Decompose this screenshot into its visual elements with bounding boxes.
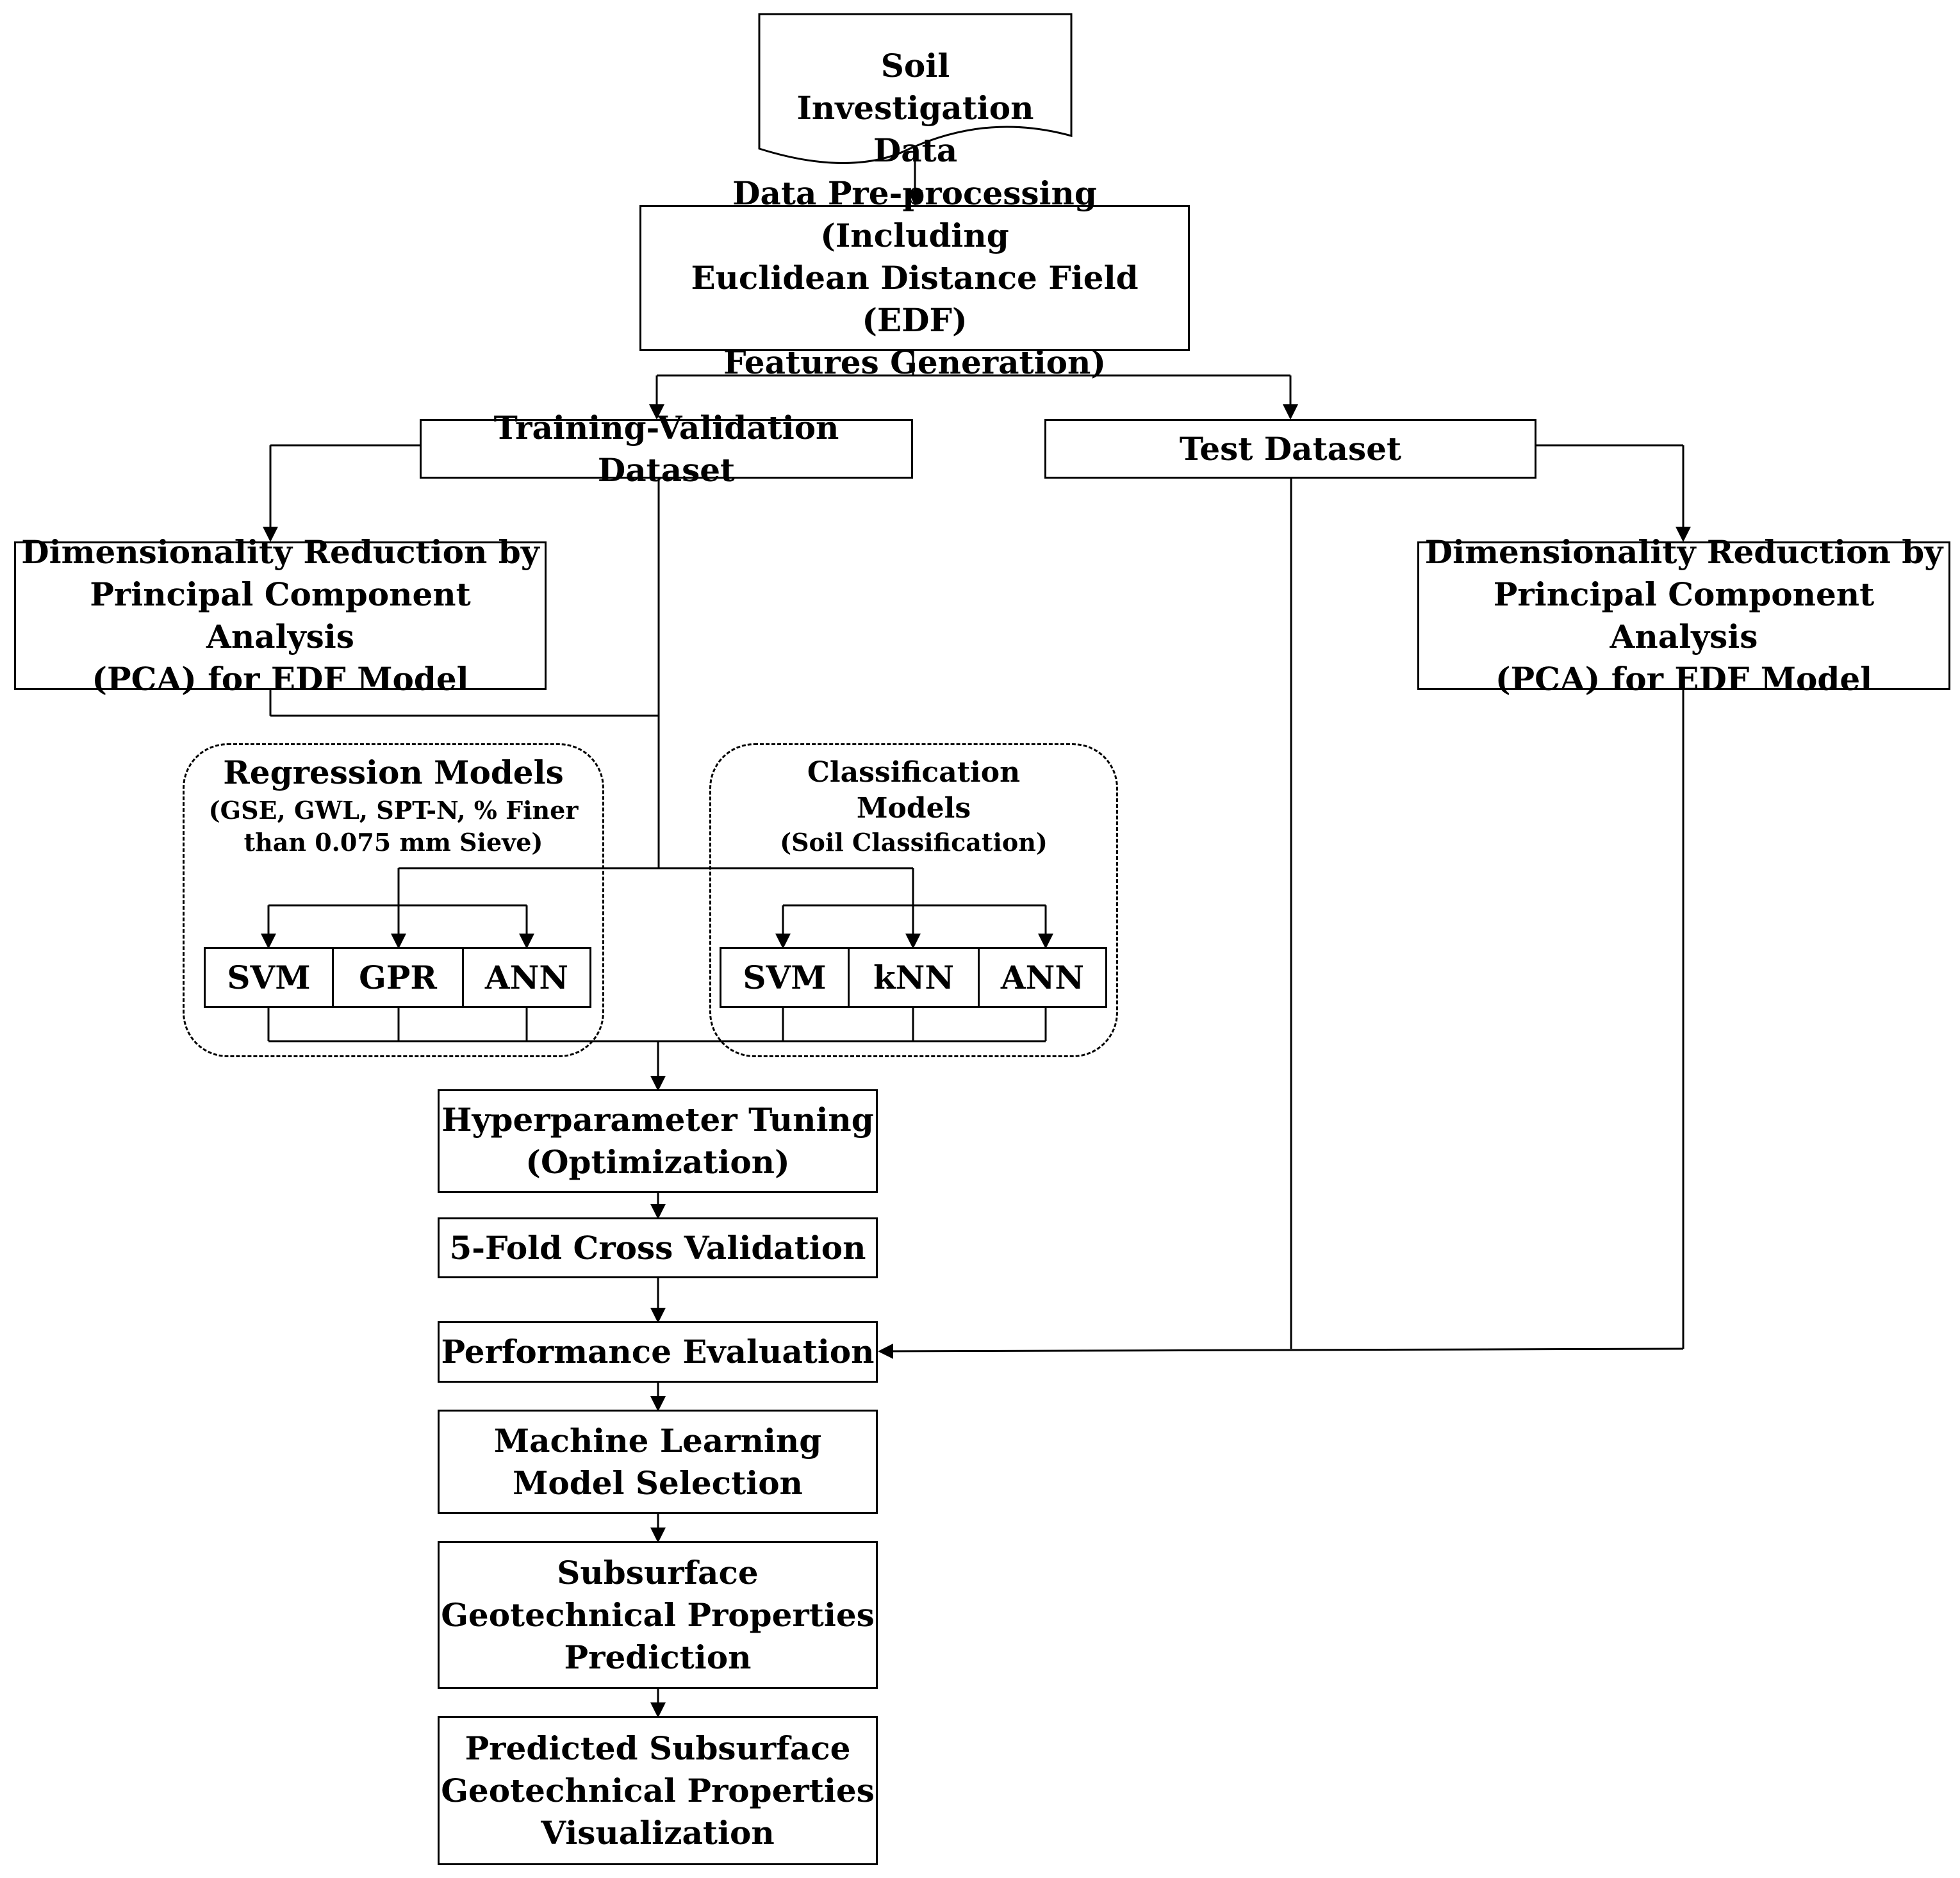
test-dataset-node: Test Dataset <box>1044 419 1536 479</box>
pca-right-line-2: Principal Component Analysis <box>1493 575 1875 655</box>
regression-model-ann: ANN <box>462 947 591 1008</box>
model-selection-node: Machine Learning Model Selection <box>438 1410 878 1514</box>
training-validation-node: Training-Validation Dataset <box>420 409 913 489</box>
pca-right-line-1: Dimensionality Reduction by <box>1424 533 1943 571</box>
pca-right-line-3: (PCA) for EDF Model <box>1495 660 1873 698</box>
prediction-line-2: Geotechnical Properties <box>441 1595 875 1634</box>
regression-models-title: Regression Models <box>223 754 564 791</box>
soil-data-line-2: Data <box>873 131 958 169</box>
cross-validation-label: 5-Fold Cross Validation <box>449 1228 866 1267</box>
preprocessing-line-3: Features Generation) <box>723 343 1106 381</box>
pca-left-line-1: Dimensionality Reduction by <box>21 533 539 571</box>
soil-data-document-shape <box>758 13 1073 164</box>
classification-models-title: Classification Models <box>709 755 1118 827</box>
hyperparameter-tuning-node: Hyperparameter Tuning (Optimization) <box>438 1089 878 1193</box>
classification-model-ann: ANN <box>978 947 1107 1008</box>
visualization-line-3: Visualization <box>541 1813 775 1852</box>
hyperparameter-line-2: (Optimization) <box>525 1143 790 1181</box>
pca-left-line-3: (PCA) for EDF Model <box>92 660 469 698</box>
regression-subtitle-line-2: than 0.075 mm Sieve) <box>243 828 543 857</box>
preprocessing-line-2: Euclidean Distance Field (EDF) <box>691 259 1139 339</box>
classification-model-svm: SVM <box>720 947 850 1008</box>
cross-validation-node: 5-Fold Cross Validation <box>438 1217 878 1278</box>
soil-investigation-data-node: Soil Investigation Data <box>759 45 1071 172</box>
pca-left-node: Dimensionality Reduction by Principal Co… <box>14 533 547 698</box>
preprocessing-node: Data Pre-processing (Including Euclidean… <box>639 174 1190 381</box>
pca-left-line-2: Principal Component Analysis <box>90 575 471 655</box>
model-selection-line-1: Machine Learning <box>493 1421 822 1460</box>
model-selection-line-2: Model Selection <box>513 1463 803 1502</box>
test-dataset-label: Test Dataset <box>1179 429 1402 468</box>
classification-model-knn: kNN <box>848 947 980 1008</box>
prediction-line-3: Prediction <box>564 1638 752 1676</box>
regression-subtitle-line-1: (GSE, GWL, SPT-N, % Finer <box>208 796 579 825</box>
regression-model-gpr: GPR <box>332 947 464 1008</box>
prediction-line-1: Subsurface <box>557 1553 759 1592</box>
soil-data-line-1: Soil Investigation <box>796 47 1034 127</box>
visualization-node: Predicted Subsurface Geotechnical Proper… <box>438 1716 878 1865</box>
regression-models-subtitle: (GSE, GWL, SPT-N, % Finer than 0.075 mm … <box>183 795 604 859</box>
performance-evaluation-node: Performance Evaluation <box>438 1321 878 1383</box>
regression-model-svm: SVM <box>204 947 334 1008</box>
classification-models-group <box>709 743 1118 1057</box>
pca-right-node: Dimensionality Reduction by Principal Co… <box>1417 533 1950 698</box>
regression-models-group <box>183 743 604 1057</box>
visualization-line-2: Geotechnical Properties <box>441 1771 875 1809</box>
hyperparameter-line-1: Hyperparameter Tuning <box>441 1101 874 1139</box>
preprocessing-line-1: Data Pre-processing (Including <box>732 174 1097 254</box>
classification-title-line-2: Models <box>856 792 971 825</box>
visualization-line-1: Predicted Subsurface <box>465 1729 851 1767</box>
performance-evaluation-label: Performance Evaluation <box>441 1333 875 1371</box>
classification-models-subtitle: (Soil Classification) <box>780 828 1048 857</box>
training-validation-label: Training-Validation Dataset <box>493 408 839 489</box>
properties-prediction-node: Subsurface Geotechnical Properties Predi… <box>438 1541 878 1689</box>
classification-title-line-1: Classification <box>807 756 1021 789</box>
